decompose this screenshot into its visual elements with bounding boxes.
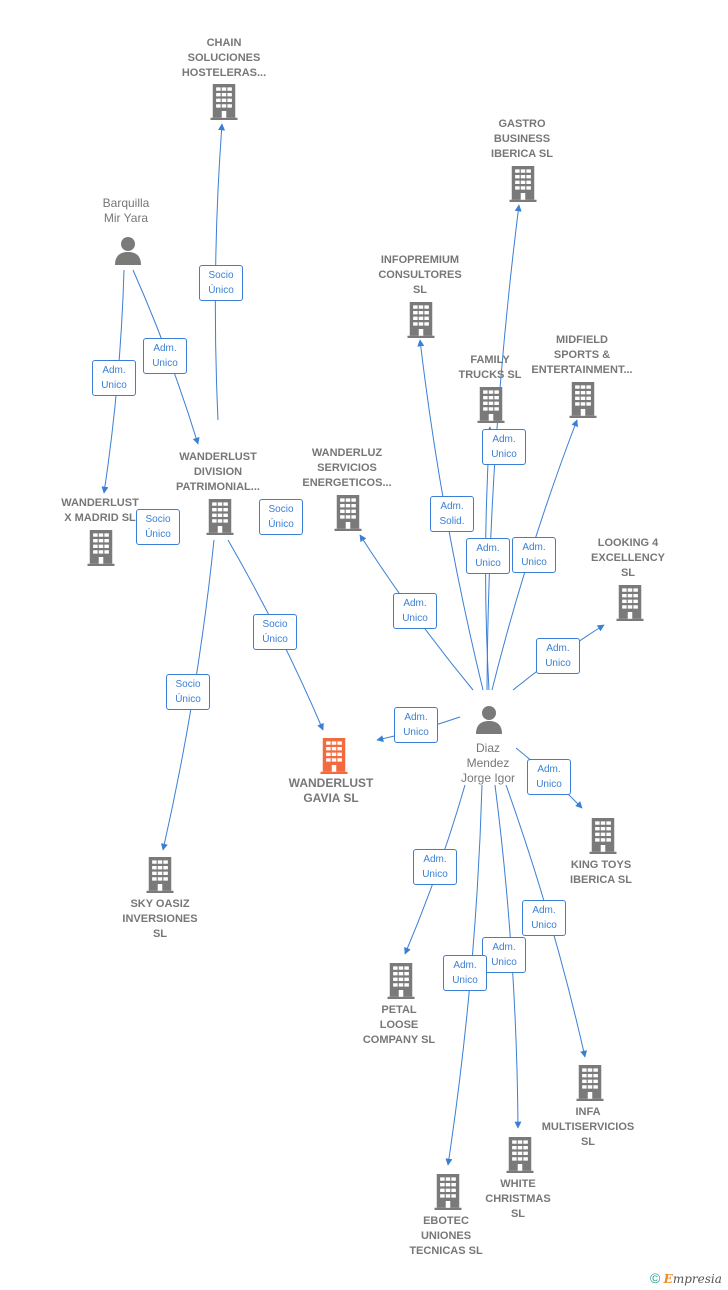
- edge-label-diaz-petal[interactable]: Adm. Unico: [413, 849, 457, 885]
- node-label-chain[interactable]: CHAIN SOLUCIONES HOSTELERAS...: [181, 37, 267, 79]
- edge-label-diaz-white[interactable]: Adm. Unico: [482, 937, 526, 973]
- node-label-midfield[interactable]: MIDFIELD SPORTS & ENTERTAINMENT...: [531, 334, 633, 376]
- person-icon-diaz[interactable]: [476, 706, 502, 734]
- building-icon-gavia[interactable]: [320, 738, 348, 774]
- node-label-white[interactable]: WHITE CHRISTMAS SL: [485, 1178, 551, 1220]
- building-icon-wdivision[interactable]: [206, 499, 234, 535]
- edge-label-wdivision-skyoasiz[interactable]: Socio Único: [166, 674, 210, 710]
- building-icon-petal[interactable]: [387, 963, 415, 999]
- node-label-infa[interactable]: INFA MULTISERVICIOS SL: [541, 1106, 635, 1148]
- edge-label-wdivision-wxmadrid[interactable]: Socio Único: [136, 509, 180, 545]
- edge-label-diaz-looking[interactable]: Adm. Unico: [536, 638, 580, 674]
- node-label-barquilla[interactable]: Barquilla Mir Yara: [102, 196, 150, 225]
- building-icon-wanderluz[interactable]: [334, 495, 362, 531]
- building-icon-wxmadrid[interactable]: [87, 530, 115, 566]
- node-label-diaz[interactable]: Diaz Mendez Jorge Igor: [460, 741, 516, 785]
- edge-label-diaz-infa[interactable]: Adm. Unico: [522, 900, 566, 936]
- edge-label-diaz-midfield[interactable]: Adm. Unico: [512, 537, 556, 573]
- building-icon-kingtoys[interactable]: [589, 818, 617, 854]
- building-icon-skyoasiz[interactable]: [146, 857, 174, 893]
- brand-name: Empresia: [663, 1272, 722, 1286]
- building-icon-midfield[interactable]: [569, 382, 597, 418]
- node-label-wdivision[interactable]: WANDERLUST DIVISION PATRIMONIAL...: [176, 451, 260, 493]
- node-label-wanderluz[interactable]: WANDERLUZ SERVICIOS ENERGETICOS...: [302, 447, 392, 489]
- building-icon-gastro[interactable]: [509, 166, 537, 202]
- edge-label-diaz-ebotec[interactable]: Adm. Unico: [443, 955, 487, 991]
- node-label-kingtoys[interactable]: KING TOYS IBERICA SL: [570, 859, 632, 886]
- edge-label-wdivision-gavia[interactable]: Socio Único: [253, 614, 297, 650]
- edge-label-diaz-gavia[interactable]: Adm. Unico: [394, 707, 438, 743]
- person-icon-barquilla[interactable]: [115, 237, 141, 265]
- node-label-infopremium[interactable]: INFOPREMIUM CONSULTORES SL: [378, 254, 462, 296]
- edge-label-wdivision-chain[interactable]: Socio Único: [199, 265, 243, 301]
- building-icon-looking[interactable]: [616, 585, 644, 621]
- building-icon-infopremium[interactable]: [407, 302, 435, 338]
- node-label-petal[interactable]: PETAL LOOSE COMPANY SL: [362, 1004, 436, 1046]
- edge-label-wdivision-gavia[interactable]: Socio Único: [259, 499, 303, 535]
- node-label-gavia[interactable]: WANDERLUST GAVIA SL: [288, 776, 374, 805]
- edge-label-diaz-infopremium[interactable]: Adm. Solid.: [430, 496, 474, 532]
- edge-label-diaz-kingtoys[interactable]: Adm. Unico: [527, 759, 571, 795]
- edge-label-diaz-family[interactable]: Adm. Unico: [466, 538, 510, 574]
- edge-label-barquilla-wxmadrid[interactable]: Adm. Unico: [92, 360, 136, 396]
- edge-label-diaz-wanderluz[interactable]: Adm. Unico: [393, 593, 437, 629]
- copyright-icon: ©: [650, 1270, 661, 1286]
- node-label-skyoasiz[interactable]: SKY OASIZ INVERSIONES SL: [122, 898, 198, 940]
- node-label-family[interactable]: FAMILY TRUCKS SL: [458, 354, 522, 381]
- edge-label-diaz-gastro[interactable]: Adm. Unico: [482, 429, 526, 465]
- node-label-looking[interactable]: LOOKING 4 EXCELLENCY SL: [591, 537, 665, 579]
- building-icon-family[interactable]: [477, 387, 505, 423]
- empresia-watermark: © Empresia: [650, 1270, 722, 1286]
- node-label-wxmadrid[interactable]: WANDERLUST X MADRID SL: [61, 497, 139, 524]
- node-label-ebotec[interactable]: EBOTEC UNIONES TECNICAS SL: [409, 1215, 483, 1257]
- building-icon-infa[interactable]: [576, 1065, 604, 1101]
- node-label-gastro[interactable]: GASTRO BUSINESS IBERICA SL: [491, 118, 553, 160]
- building-icon-chain[interactable]: [210, 84, 238, 120]
- edge-label-barquilla-wdivision[interactable]: Adm. Unico: [143, 338, 187, 374]
